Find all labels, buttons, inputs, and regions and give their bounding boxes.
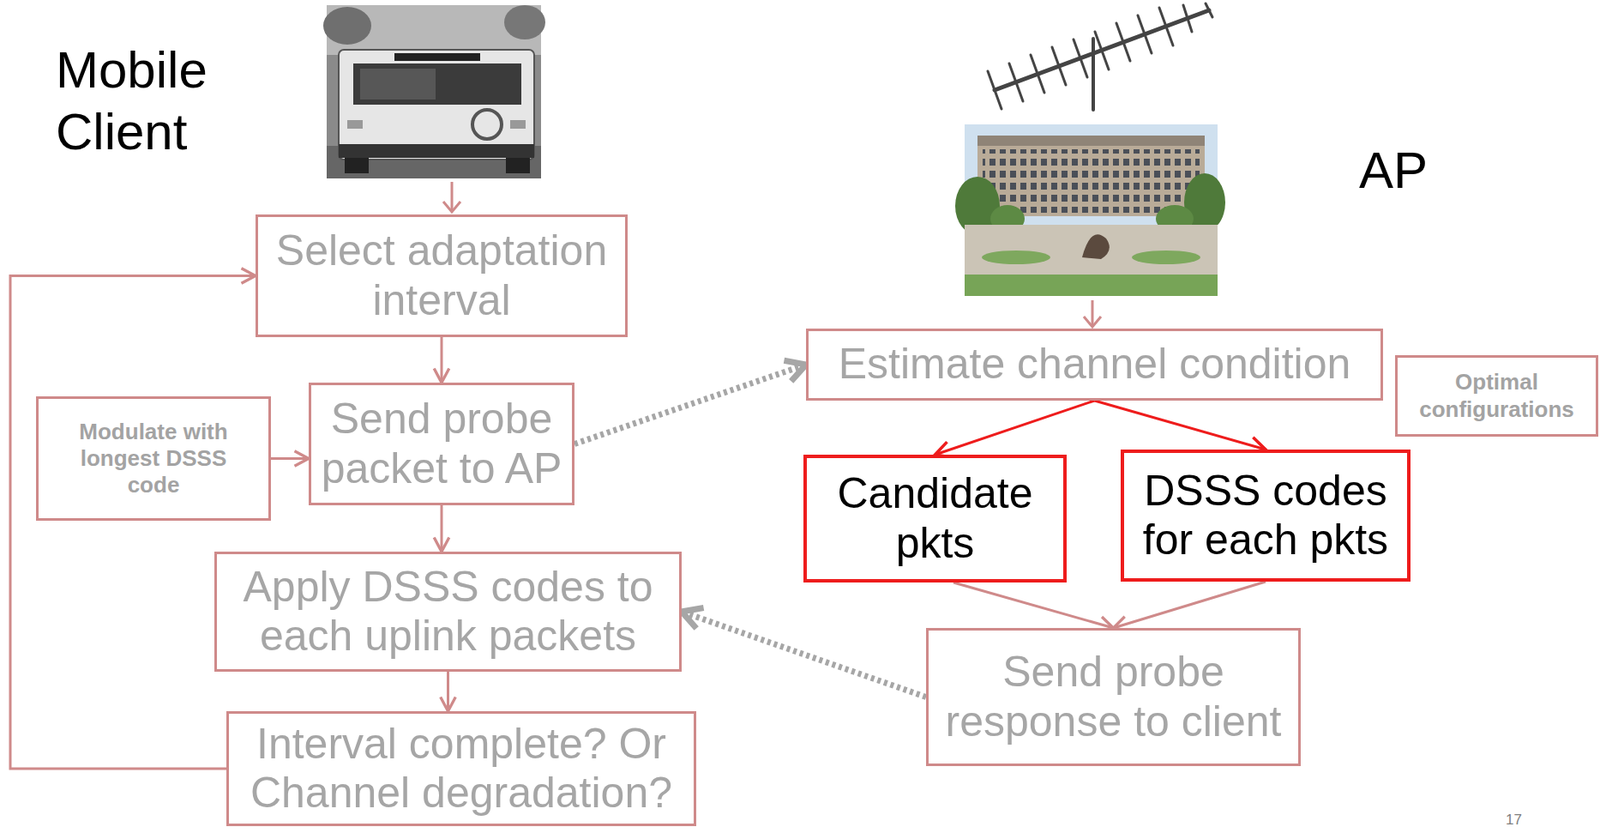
box-text: Select adaptation interval [264, 226, 619, 325]
box-text: Modulate with longest DSSS code [55, 418, 252, 500]
message-arrow [574, 364, 807, 445]
label-text: 17 [1505, 811, 1558, 829]
note-box: Optimal configurations [1395, 354, 1599, 437]
flow-arrow [270, 457, 309, 460]
box-text: Send probe packet to AP [318, 394, 566, 494]
flow-arrow [440, 336, 444, 383]
ap-building-photo [955, 124, 1226, 296]
ap-label: AP [1359, 139, 1462, 202]
label-text: Mobile Client [55, 39, 253, 163]
box-text: Send probe response to client [935, 647, 1292, 746]
flow-arrow [935, 400, 1095, 455]
box-text: DSSS codes for each pkts [1130, 466, 1401, 566]
process-box: Estimate channel condition [806, 328, 1384, 401]
flow-arrow [1113, 581, 1267, 628]
flow-arrow [1094, 400, 1267, 450]
flow-arrow [446, 671, 450, 711]
highlight-box: Candidate pkts [803, 454, 1067, 583]
process-box: Send probe response to client [926, 627, 1301, 766]
decision-box: Interval complete? Or Channel degradatio… [226, 710, 697, 826]
box-text: Optimal configurations [1404, 368, 1589, 422]
flow-arrow [953, 582, 1114, 628]
flow-arrow [10, 276, 256, 770]
box-text: Candidate pkts [813, 469, 1057, 568]
bus-photo [323, 5, 546, 179]
process-box: Apply DSSS codes to each uplink packets [214, 551, 682, 672]
process-box: Select adaptation interval [255, 214, 628, 337]
client-label: Mobile Client [55, 39, 253, 163]
flow-arrow [440, 505, 444, 552]
box-text: Estimate channel condition [838, 339, 1352, 390]
antenna-illustration [987, 3, 1213, 110]
message-arrow [681, 611, 927, 698]
box-text: Interval complete? Or Channel degradatio… [235, 719, 687, 819]
label-text: AP [1359, 139, 1462, 202]
highlight-box: DSSS codes for each pkts [1120, 449, 1411, 582]
note-box: Modulate with longest DSSS code [36, 396, 271, 521]
page-number: 17 [1505, 811, 1558, 829]
process-box: Send probe packet to AP [308, 382, 575, 506]
box-text: Apply DSSS codes to each uplink packets [223, 562, 673, 662]
